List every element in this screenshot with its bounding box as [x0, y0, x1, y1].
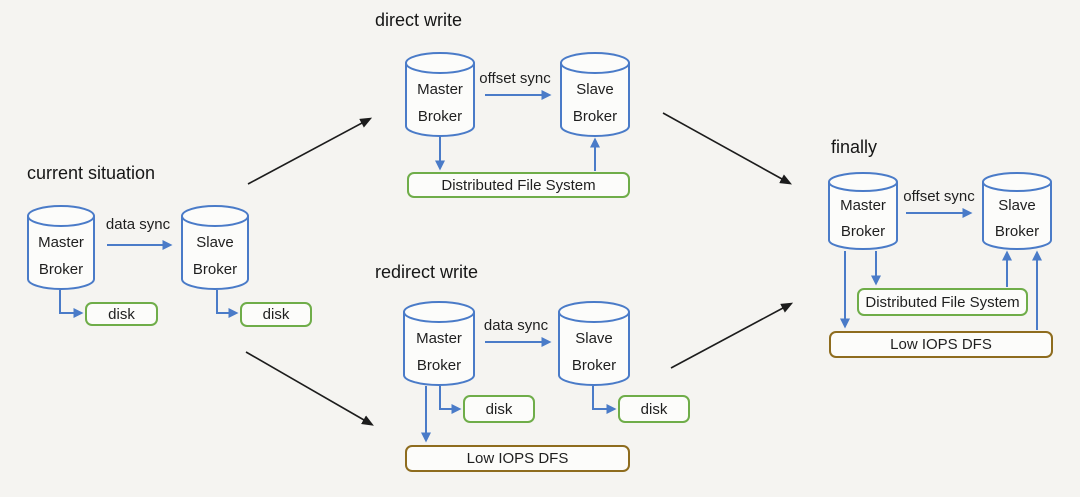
redirect-slave-disk-box: disk	[618, 395, 690, 423]
current-slave-disk-box: disk	[240, 302, 312, 327]
database-cylinder-shape	[982, 172, 1052, 250]
current-data-sync-label: data sync	[105, 216, 171, 233]
redirect-to-finally-arrow	[670, 302, 794, 369]
redirect-slave-broker-cylinder: Slave Broker	[558, 301, 630, 386]
database-cylinder-shape	[828, 172, 898, 250]
direct-slave-broker-cylinder: Slave Broker	[560, 52, 630, 137]
direct-master-broker-cylinder: Master Broker	[405, 52, 475, 137]
database-cylinder-shape	[27, 205, 95, 290]
current-to-direct-arrow	[247, 117, 373, 185]
database-cylinder-shape	[560, 52, 630, 137]
node-label: Master	[38, 234, 84, 251]
redirect-low-iops-dfs-box: Low IOPS DFS	[405, 445, 630, 472]
redirect-slave-to-disk-arrow	[592, 386, 617, 414]
node-label: Slave	[576, 81, 614, 98]
node-label: Broker	[840, 223, 886, 240]
node-label: Master	[416, 330, 462, 347]
section-title-finally: finally	[831, 137, 878, 157]
direct-distributed-file-system-box: Distributed File System	[407, 172, 630, 198]
database-cylinder-shape	[403, 301, 475, 386]
direct-to-finally-arrow	[662, 112, 793, 185]
disk-label: disk	[262, 306, 290, 323]
node-label: Broker	[994, 223, 1040, 240]
database-cylinder-shape	[558, 301, 630, 386]
node-label: Slave	[998, 197, 1036, 214]
redirect-data-sync-label: data sync	[483, 317, 549, 334]
redirect-master-to-disk-arrow	[439, 386, 462, 414]
section-title-current-situation: current situation	[27, 163, 156, 183]
disk-label: disk	[640, 400, 668, 418]
redirect-master-broker-cylinder: Master Broker	[403, 301, 475, 386]
node-label: Broker	[416, 357, 462, 374]
database-cylinder-shape	[181, 205, 249, 290]
disk-label: disk	[108, 305, 135, 323]
dfs-label: Distributed File System	[441, 176, 596, 194]
current-to-redirect-arrow	[245, 351, 374, 426]
current-master-broker-cylinder: Master Broker	[27, 205, 95, 290]
node-label: Master	[840, 197, 886, 214]
finally-distributed-file-system-box: Distributed File System	[857, 288, 1028, 316]
disk-label: disk	[485, 400, 513, 418]
section-title-direct-write: direct write	[375, 10, 463, 30]
node-label: Broker	[38, 261, 84, 278]
finally-low-iops-dfs-box: Low IOPS DFS	[829, 331, 1053, 358]
current-master-to-disk-arrow	[59, 290, 84, 318]
finally-offset-sync-label: offset sync	[903, 188, 975, 205]
finally-master-broker-cylinder: Master Broker	[828, 172, 898, 250]
section-title-redirect-write: redirect write	[375, 262, 479, 282]
node-label: Broker	[572, 108, 618, 125]
low-iops-label: Low IOPS DFS	[466, 450, 569, 467]
current-slave-broker-cylinder: Slave Broker	[181, 205, 249, 290]
current-slave-to-disk-arrow	[216, 290, 239, 318]
direct-offset-sync-label: offset sync	[479, 70, 551, 87]
database-cylinder-shape	[405, 52, 475, 137]
redirect-master-disk-box: disk	[463, 395, 535, 423]
node-label: Broker	[192, 261, 238, 278]
node-label: Broker	[571, 357, 617, 374]
node-label: Broker	[417, 108, 463, 125]
finally-slave-broker-cylinder: Slave Broker	[982, 172, 1052, 250]
current-master-disk-box: disk	[85, 302, 158, 326]
low-iops-label: Low IOPS DFS	[890, 336, 992, 353]
node-label: Slave	[196, 234, 234, 251]
node-label: Master	[417, 81, 463, 98]
node-label: Slave	[575, 330, 613, 347]
dfs-label: Distributed File System	[865, 293, 1020, 311]
